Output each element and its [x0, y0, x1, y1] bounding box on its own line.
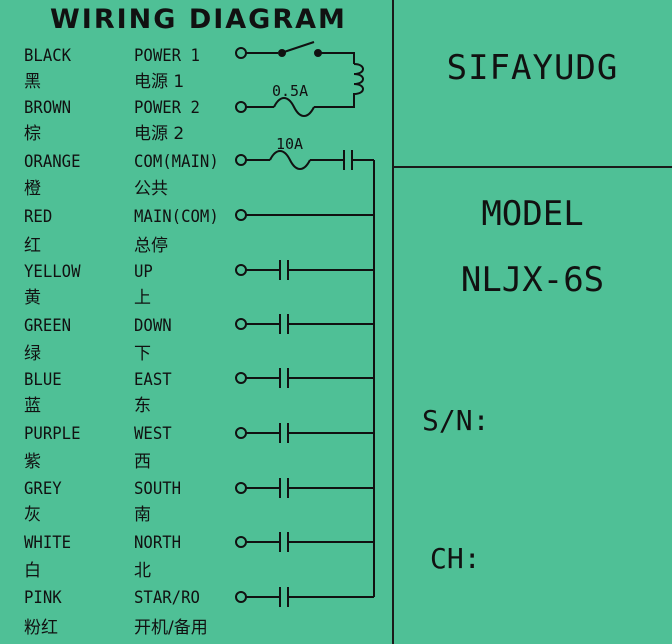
switch-blade: [283, 41, 315, 53]
wire: [321, 52, 355, 64]
wire-color-zh: 黄: [24, 288, 41, 308]
wire-function-zh: 电源 1: [134, 72, 185, 92]
wire-color-en: ORANGE: [24, 152, 81, 172]
channel-label: CH:: [430, 542, 481, 575]
wire-color-zh: 灰: [24, 505, 41, 525]
wire-function-zh: 东: [134, 396, 151, 416]
wire-color-zh: 红: [24, 236, 41, 256]
wire-color-zh: 粉红: [24, 618, 58, 638]
wire-function-en: EAST: [134, 370, 172, 390]
terminal: [235, 372, 247, 384]
wire-color-zh: 绿: [24, 344, 41, 364]
fuse-large-rating: 10A: [276, 135, 303, 153]
contact-symbol: [279, 423, 289, 443]
contact-symbol: [279, 260, 289, 280]
wire-function-en: NORTH: [134, 533, 182, 553]
wire-function-en: COM(MAIN): [134, 152, 219, 172]
contact-symbol: [279, 368, 289, 388]
contact-symbol: [279, 314, 289, 334]
terminal: [235, 482, 247, 494]
wire-function-zh: 开机/备用: [134, 618, 208, 638]
circuit-diagram: 0.5A 10A: [235, 41, 375, 607]
contact-symbol: [279, 478, 289, 498]
wire-color-en: GREEN: [24, 316, 72, 336]
wire-function-en: MAIN(COM): [134, 207, 219, 227]
vertical-divider: [392, 0, 394, 644]
wire-function-zh: 西: [134, 452, 151, 472]
terminal: [235, 209, 247, 221]
wire-color-en: PURPLE: [24, 424, 81, 444]
wire-function-zh: 南: [134, 505, 151, 525]
switch-contact: [278, 49, 286, 57]
model-label: MODEL: [481, 194, 584, 234]
terminal: [235, 318, 247, 330]
terminal: [235, 101, 247, 113]
wire-function-en: SOUTH: [134, 479, 182, 499]
wire-function-en: DOWN: [134, 316, 172, 336]
contact-symbol: [343, 150, 353, 170]
fuse-small-symbol: [273, 97, 315, 117]
fuse-small-rating: 0.5A: [272, 82, 308, 100]
wire-function-zh: 下: [134, 344, 151, 364]
wire-color-zh: 橙: [24, 179, 41, 199]
terminal: [235, 536, 247, 548]
wire-function-en: STAR/RO: [134, 588, 200, 608]
diagram-title: WIRING DIAGRAM: [50, 4, 347, 35]
contact-symbol: [279, 532, 289, 552]
wire-function-zh: 上: [134, 288, 151, 308]
terminal: [235, 427, 247, 439]
wire-color-zh: 紫: [24, 452, 41, 472]
contact-symbol: [279, 587, 289, 607]
wire-function-zh: 公共: [134, 179, 168, 199]
terminal: [235, 154, 247, 166]
wire-color-en: BLUE: [24, 370, 62, 390]
wire-color-en: GREY: [24, 479, 62, 499]
wire-color-zh: 蓝: [24, 396, 41, 416]
wire-color-en: RED: [24, 207, 53, 227]
terminal: [235, 47, 247, 59]
terminal: [235, 264, 247, 276]
terminal: [235, 591, 247, 603]
wire-function-zh: 电源 2: [134, 124, 185, 144]
wire-function-en: POWER 2: [134, 98, 200, 118]
wire-color-zh: 棕: [24, 124, 41, 144]
wire-function-en: UP: [134, 262, 153, 282]
wire-function-zh: 北: [134, 561, 151, 581]
switch-contact: [314, 49, 322, 57]
relay-coil: [324, 63, 364, 108]
wire-color-en: BLACK: [24, 46, 72, 66]
model-value: NLJX-6S: [460, 260, 605, 300]
wire-color-en: YELLOW: [24, 262, 81, 282]
wire-color-en: PINK: [24, 588, 62, 608]
wire-color-en: BROWN: [24, 98, 72, 118]
brand-name: SIFAYUDG: [446, 48, 619, 88]
horizontal-divider: [392, 166, 672, 168]
wire-function-zh: 总停: [134, 236, 168, 256]
wire-function-en: WEST: [134, 424, 172, 444]
serial-number-label: S/N:: [422, 404, 490, 437]
fuse-large-symbol: [269, 150, 311, 170]
wire-color-zh: 白: [24, 561, 41, 581]
wire-color-zh: 黑: [24, 72, 41, 92]
wire-color-en: WHITE: [24, 533, 72, 553]
wire-function-en: POWER 1: [134, 46, 200, 66]
